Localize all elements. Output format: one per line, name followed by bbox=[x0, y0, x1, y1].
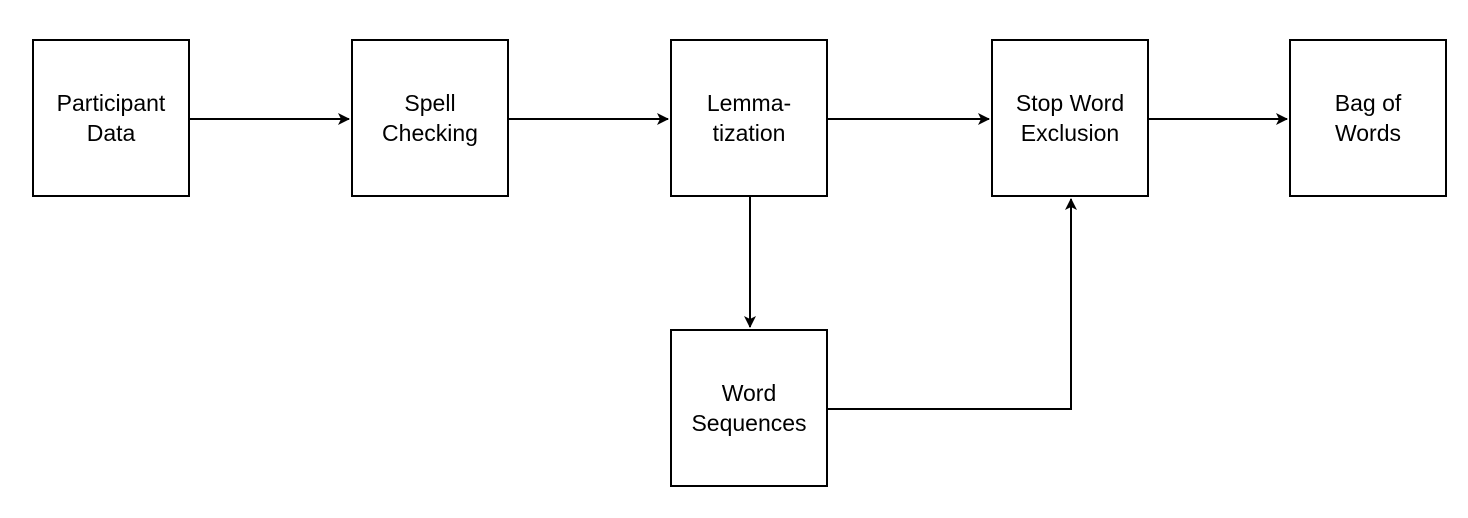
node-stop-word-exclusion[interactable]: Stop Word Exclusion bbox=[991, 39, 1149, 197]
node-spell-checking[interactable]: Spell Checking bbox=[351, 39, 509, 197]
node-label-line: tization bbox=[712, 120, 786, 146]
node-label-line: Spell bbox=[404, 90, 456, 116]
node-lemmatization[interactable]: Lemma- tization bbox=[670, 39, 828, 197]
node-label-line: Lemma- bbox=[706, 90, 792, 116]
node-label-line: Participant bbox=[56, 90, 166, 116]
node-label-line: Data bbox=[86, 120, 136, 146]
node-label-line: Word bbox=[721, 380, 777, 406]
node-label-line: Checking bbox=[382, 120, 478, 146]
node-label-line: Bag of bbox=[1334, 90, 1402, 116]
node-label-line: Words bbox=[1334, 120, 1402, 146]
node-label-line: Stop Word bbox=[1015, 90, 1125, 116]
node-participant-data[interactable]: Participant Data bbox=[32, 39, 190, 197]
edge-sequences-to-stopword bbox=[828, 198, 1077, 410]
node-bag-of-words[interactable]: Bag of Words bbox=[1289, 39, 1447, 197]
node-word-sequences[interactable]: Word Sequences bbox=[670, 329, 828, 487]
node-label-line: Exclusion bbox=[1020, 120, 1120, 146]
node-label-line: Sequences bbox=[691, 410, 807, 436]
